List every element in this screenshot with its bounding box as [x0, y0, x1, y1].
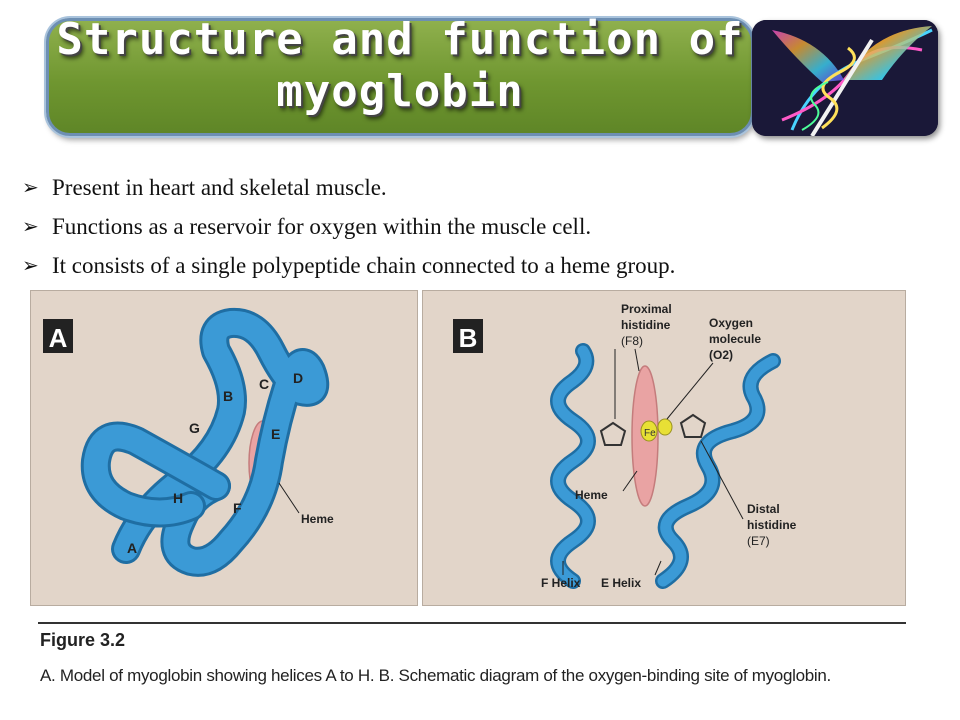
f-helix-label: F Helix	[541, 576, 581, 590]
distal-label-2: histidine	[747, 518, 797, 532]
bullet-text: Functions as a reservoir for oxygen with…	[52, 213, 592, 239]
oxygen-label-3: (O2)	[709, 348, 733, 362]
helix-label-f: F	[233, 500, 242, 516]
arrow-bullet-icon: ➢	[22, 255, 39, 277]
proximal-label-3: (F8)	[621, 334, 643, 348]
e-helix	[655, 353, 781, 589]
heme-label: Heme	[301, 512, 334, 526]
title-banner	[46, 18, 754, 136]
arrow-bullet-icon: ➢	[22, 216, 39, 238]
panel-a-myoglobin-model: A A B C D E F G H Heme	[30, 290, 418, 606]
distal-label-3: (E7)	[747, 534, 770, 548]
myoglobin-figure: A A B C D E F G H Heme	[30, 290, 906, 608]
distal-histidine-ring	[679, 413, 707, 438]
figure-caption-text: A. Model of myoglobin showing helices A …	[40, 666, 831, 685]
helix-label-a: A	[127, 540, 137, 556]
heme-label: Heme	[575, 488, 608, 502]
panel-a-label: A	[49, 323, 68, 353]
oxygen-molecule	[657, 418, 673, 436]
helix-label-g: G	[189, 420, 200, 436]
slide-title: Structure and function of myoglobin	[56, 14, 744, 117]
myoglobin-helix-tube	[80, 307, 330, 577]
panel-b-label: B	[459, 323, 478, 353]
proximal-histidine-ring	[599, 421, 627, 446]
helix-label-d: D	[293, 370, 303, 386]
bullet-item: ➢ Functions as a reservoir for oxygen wi…	[22, 207, 952, 246]
bullet-list: ➢ Present in heart and skeletal muscle. …	[22, 168, 952, 285]
bullet-item: ➢ Present in heart and skeletal muscle.	[22, 168, 952, 207]
bullet-text: Present in heart and skeletal muscle.	[52, 174, 387, 200]
iron-atom	[640, 420, 658, 442]
helix-label-e: E	[271, 426, 280, 442]
bullet-item: ➢ It consists of a single polypeptide ch…	[22, 246, 952, 285]
distal-label-1: Distal	[747, 502, 780, 516]
caption-divider	[38, 622, 906, 624]
panel-b-label-box	[453, 319, 483, 353]
helix-label-b: B	[223, 388, 233, 404]
proximal-label-1: Proximal	[621, 302, 672, 316]
oxygen-label-1: Oxygen	[709, 316, 753, 330]
fe-label: Fe	[644, 428, 656, 439]
bullet-text: It consists of a single polypeptide chai…	[52, 252, 676, 278]
panel-a-label-box	[43, 319, 73, 353]
caduceus-dna-emblem	[752, 20, 938, 136]
helix-label-c: C	[259, 376, 269, 392]
proximal-label-2: histidine	[621, 318, 671, 332]
helix-label-h: H	[173, 490, 183, 506]
arrow-bullet-icon: ➢	[22, 177, 39, 199]
oxygen-label-2: molecule	[709, 332, 761, 346]
panel-b-oxygen-binding-site: B Fe Proximal histidine (F8) Ox	[422, 290, 906, 606]
f-helix	[550, 343, 596, 589]
e-helix-label: E Helix	[601, 576, 641, 590]
figure-caption-title: Figure 3.2	[40, 630, 126, 650]
